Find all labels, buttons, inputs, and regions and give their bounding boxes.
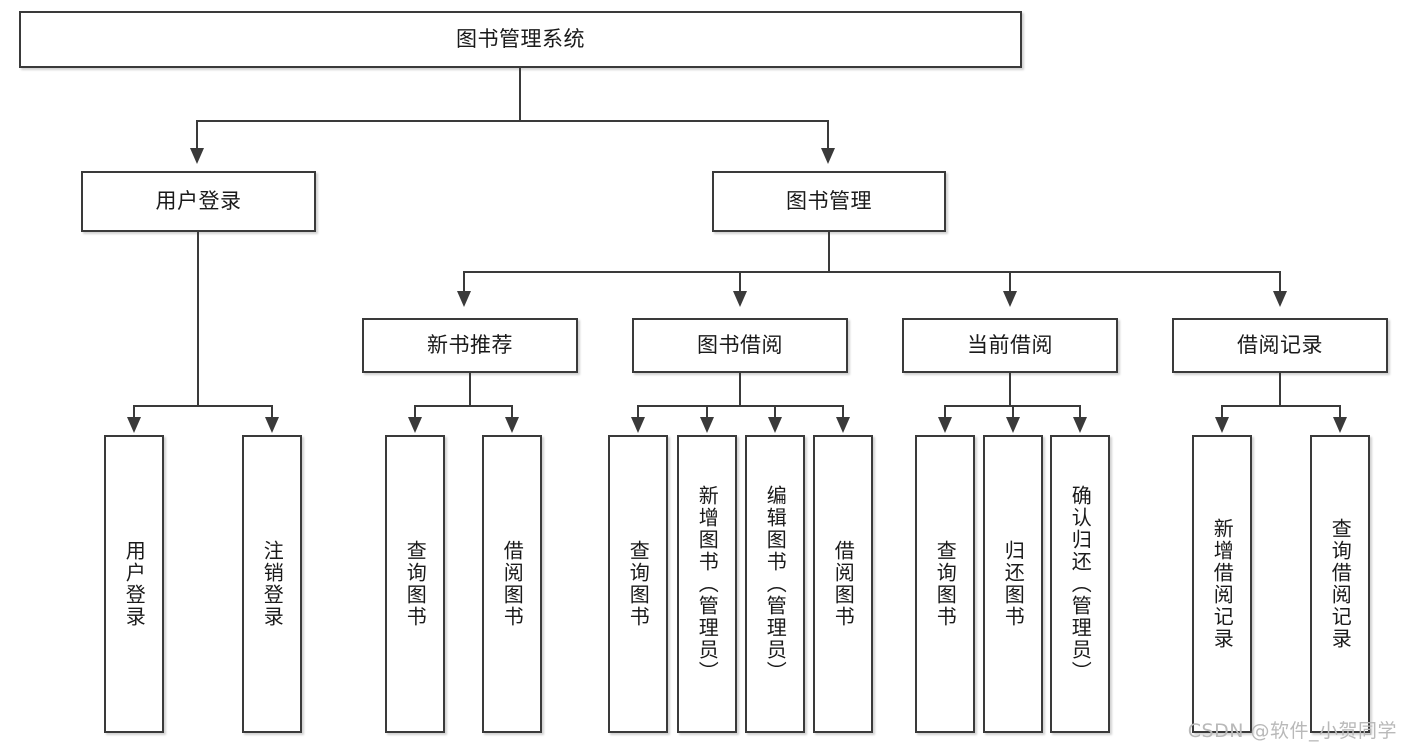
arrowhead-leaf-current-borrow-0 bbox=[938, 417, 952, 433]
arrowhead-leaf-user-login-0 bbox=[127, 417, 141, 433]
node-label: 归还图书 bbox=[1001, 540, 1026, 628]
arrowhead-book-borrow bbox=[733, 291, 747, 307]
connector-book-borrow-stem bbox=[739, 373, 741, 406]
connector-to-current-borrow bbox=[1009, 271, 1011, 293]
arrowhead-leaf-borrow-record-1 bbox=[1333, 417, 1347, 433]
arrowhead-user-login bbox=[190, 148, 204, 164]
node-label: 当前借阅 bbox=[967, 333, 1053, 358]
connector-to-new-book bbox=[463, 271, 465, 293]
arrowhead-new-book bbox=[457, 291, 471, 307]
node-label: 查询图书 bbox=[403, 540, 428, 628]
node-label: 查询借阅记录 bbox=[1328, 518, 1353, 650]
node-label: 借阅图书 bbox=[831, 540, 856, 628]
arrowhead-book-manage bbox=[821, 148, 835, 164]
connector-user-login-leaf-1 bbox=[271, 405, 273, 419]
csdn-watermark: CSDN @软件_小贺同学 bbox=[1187, 720, 1397, 742]
connector-new-book-stem bbox=[469, 373, 471, 406]
leaf-book-borrow-0[interactable]: 查询图书 bbox=[608, 435, 668, 733]
node-root-system[interactable]: 图书管理系统 bbox=[19, 11, 1022, 68]
connector-root-stem bbox=[519, 68, 521, 121]
connector-borrow-record-stem bbox=[1279, 373, 1281, 406]
node-borrow-record[interactable]: 借阅记录 bbox=[1172, 318, 1388, 373]
node-label: 图书管理系统 bbox=[456, 27, 585, 52]
arrowhead-leaf-borrow-record-0 bbox=[1215, 417, 1229, 433]
arrowhead-leaf-book-borrow-3 bbox=[836, 417, 850, 433]
node-label: 编辑图书（管理员） bbox=[763, 485, 788, 683]
leaf-new-book-1[interactable]: 借阅图书 bbox=[482, 435, 542, 733]
connector-borrow-record-leaf-0 bbox=[1221, 405, 1223, 419]
leaf-user-login-1[interactable]: 注销登录 bbox=[242, 435, 302, 733]
node-new-book-recommend[interactable]: 新书推荐 bbox=[362, 318, 578, 373]
connector-current-borrow-leaf-2 bbox=[1079, 405, 1081, 419]
connector-level2-bus bbox=[463, 271, 1280, 273]
node-label: 图书借阅 bbox=[697, 333, 783, 358]
connector-new-book-bus bbox=[414, 405, 513, 407]
connector-book-borrow-leaf-3 bbox=[842, 405, 844, 419]
arrowhead-leaf-book-borrow-0 bbox=[631, 417, 645, 433]
leaf-borrow-record-0[interactable]: 新增借阅记录 bbox=[1192, 435, 1252, 733]
connector-book-borrow-bus bbox=[637, 405, 843, 407]
leaf-current-borrow-0[interactable]: 查询图书 bbox=[915, 435, 975, 733]
connector-to-borrow-record bbox=[1279, 271, 1281, 293]
node-label: 注销登录 bbox=[260, 540, 285, 628]
connector-book-borrow-leaf-1 bbox=[706, 405, 708, 419]
connector-current-borrow-stem bbox=[1009, 373, 1011, 406]
leaf-new-book-0[interactable]: 查询图书 bbox=[385, 435, 445, 733]
node-label: 新增图书（管理员） bbox=[695, 485, 720, 683]
node-label: 借阅记录 bbox=[1237, 333, 1323, 358]
node-label: 确认归还（管理员） bbox=[1068, 485, 1093, 683]
arrowhead-leaf-new-book-1 bbox=[505, 417, 519, 433]
arrowhead-leaf-book-borrow-1 bbox=[700, 417, 714, 433]
leaf-user-login-0[interactable]: 用户登录 bbox=[104, 435, 164, 733]
node-label: 新增借阅记录 bbox=[1210, 518, 1235, 650]
leaf-current-borrow-2[interactable]: 确认归还（管理员） bbox=[1050, 435, 1110, 733]
leaf-book-borrow-2[interactable]: 编辑图书（管理员） bbox=[745, 435, 805, 733]
node-user-login[interactable]: 用户登录 bbox=[81, 171, 316, 232]
connector-root-bus bbox=[196, 120, 829, 122]
node-label: 查询图书 bbox=[626, 540, 651, 628]
connector-borrow-record-bus bbox=[1221, 405, 1340, 407]
connector-current-borrow-leaf-1 bbox=[1012, 405, 1014, 419]
connector-root-to-user-login bbox=[196, 120, 198, 150]
connector-book-borrow-leaf-2 bbox=[774, 405, 776, 419]
connector-borrow-record-leaf-1 bbox=[1339, 405, 1341, 419]
connector-book-manage-stem bbox=[828, 232, 830, 272]
connector-user-login-stem bbox=[197, 232, 199, 406]
node-label: 用户登录 bbox=[122, 540, 147, 628]
leaf-book-borrow-3[interactable]: 借阅图书 bbox=[813, 435, 873, 733]
arrowhead-leaf-current-borrow-1 bbox=[1006, 417, 1020, 433]
arrowhead-leaf-new-book-0 bbox=[408, 417, 422, 433]
node-label: 新书推荐 bbox=[427, 333, 513, 358]
connector-user-login-bus bbox=[133, 405, 272, 407]
node-book-manage[interactable]: 图书管理 bbox=[712, 171, 946, 232]
leaf-borrow-record-1[interactable]: 查询借阅记录 bbox=[1310, 435, 1370, 733]
arrowhead-leaf-current-borrow-2 bbox=[1073, 417, 1087, 433]
node-label: 用户登录 bbox=[155, 189, 242, 214]
connector-current-borrow-leaf-0 bbox=[944, 405, 946, 419]
arrowhead-leaf-book-borrow-2 bbox=[768, 417, 782, 433]
arrowhead-borrow-record bbox=[1273, 291, 1287, 307]
node-label: 查询图书 bbox=[933, 540, 958, 628]
connector-to-book-borrow bbox=[739, 271, 741, 293]
connector-root-to-book-manage bbox=[827, 120, 829, 150]
connector-new-book-leaf-0 bbox=[414, 405, 416, 419]
connector-book-borrow-leaf-0 bbox=[637, 405, 639, 419]
node-label: 图书管理 bbox=[786, 189, 872, 214]
leaf-book-borrow-1[interactable]: 新增图书（管理员） bbox=[677, 435, 737, 733]
arrowhead-leaf-user-login-1 bbox=[265, 417, 279, 433]
connector-user-login-leaf-0 bbox=[133, 405, 135, 419]
node-label: 借阅图书 bbox=[500, 540, 525, 628]
connector-new-book-leaf-1 bbox=[511, 405, 513, 419]
node-book-borrow[interactable]: 图书借阅 bbox=[632, 318, 848, 373]
node-current-borrow[interactable]: 当前借阅 bbox=[902, 318, 1118, 373]
arrowhead-current-borrow bbox=[1003, 291, 1017, 307]
leaf-current-borrow-1[interactable]: 归还图书 bbox=[983, 435, 1043, 733]
